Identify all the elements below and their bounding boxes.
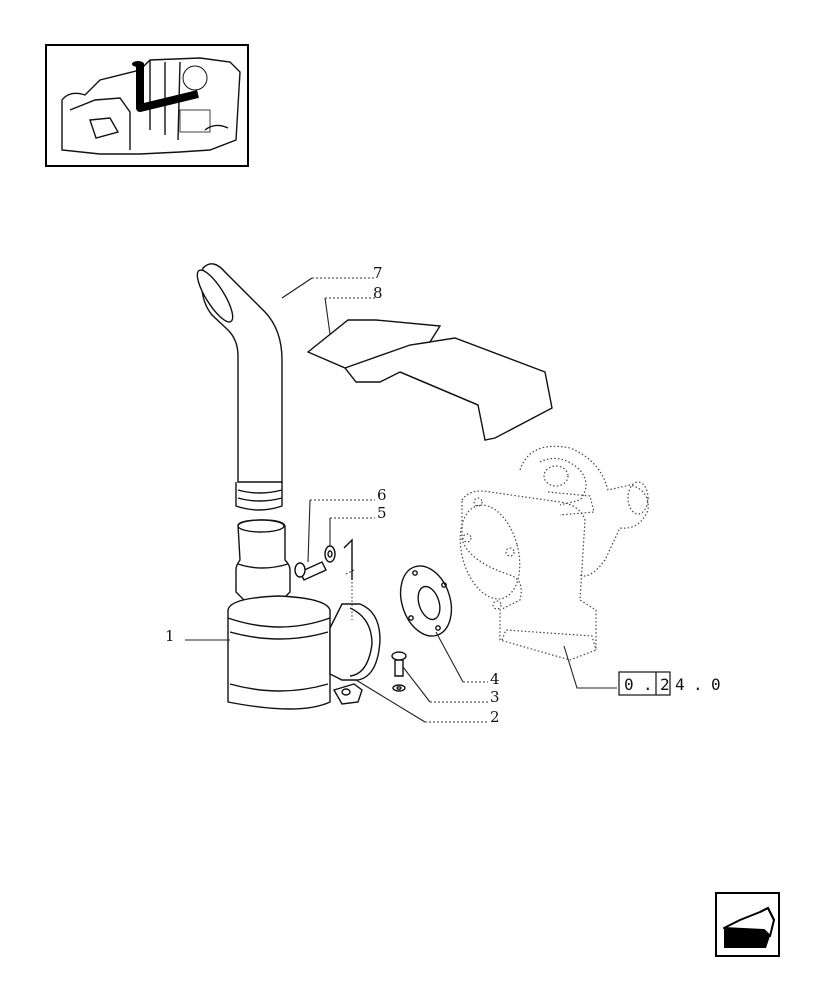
- callout-1: 1: [165, 627, 175, 645]
- turbocharger-reference: [459, 445, 649, 661]
- callout-4: 4: [490, 670, 500, 688]
- reference-separator-1: .: [643, 675, 653, 694]
- reference-digit-3: 4: [675, 675, 685, 694]
- bolt-and-washer-upper: [294, 538, 353, 581]
- callout-5: 5: [377, 504, 387, 522]
- reference-code[interactable]: 0 . 2 4 . 0: [618, 671, 721, 696]
- callout-7: 7: [373, 264, 383, 282]
- callout-6: 6: [377, 486, 387, 504]
- callout-3: 3: [490, 688, 500, 706]
- callout-2: 2: [490, 708, 500, 726]
- exhaust-pipe: [196, 263, 283, 511]
- reference-digit-1: 0: [624, 675, 634, 694]
- bolt-and-washer-lower: [391, 651, 407, 692]
- gasket: [399, 565, 453, 637]
- machine-overview-thumbnail[interactable]: [45, 44, 249, 167]
- reference-digit-2: 2: [660, 675, 670, 694]
- reference-separator-2: .: [693, 675, 703, 694]
- leader-lines: [185, 277, 617, 723]
- reference-digit-4: 0: [711, 675, 721, 694]
- silencer: [227, 519, 381, 710]
- back-arrow-icon[interactable]: [715, 892, 780, 957]
- heat-shield: [306, 319, 553, 441]
- callout-8: 8: [373, 284, 383, 302]
